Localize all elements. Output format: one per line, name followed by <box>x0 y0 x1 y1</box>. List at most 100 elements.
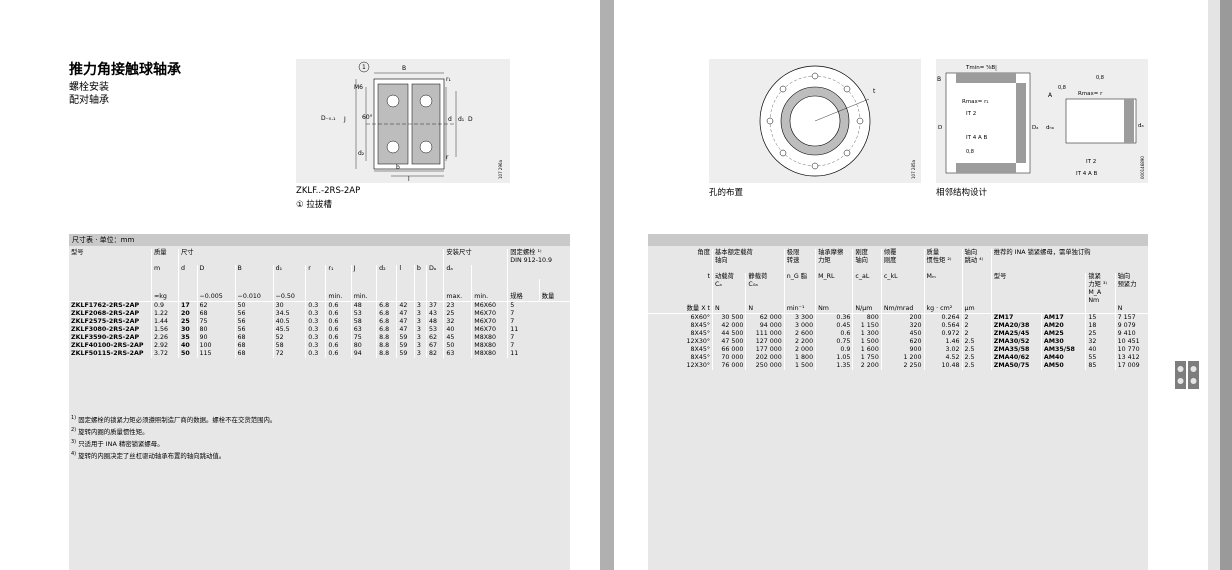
bearing-thumbnail-icon <box>1174 360 1200 390</box>
row-cell: 4.52 <box>923 354 963 362</box>
row-cell: 30 <box>272 301 306 310</box>
h2-force: 轴向预紧力 <box>1114 273 1148 305</box>
row-angle: 8X45° <box>690 330 710 337</box>
row-cell: 55 <box>1085 354 1116 362</box>
h3-kgcm2: kg · cm² <box>923 305 963 314</box>
row-cell: 7 157 <box>1114 313 1148 322</box>
dimension-table: 型号 质量 尺寸 安装尺寸 固定螺栓 ¹⁾DIN 912-10.9 m d D … <box>69 249 570 358</box>
col-speed-header: 极限转速 <box>783 249 816 273</box>
row-cell: AM35/58 <box>1040 346 1086 354</box>
right-margin-strip <box>1208 0 1220 570</box>
col-dimensions-header: 尺寸 <box>177 249 444 265</box>
row-cell: 0.45 <box>815 322 853 330</box>
label-r1: r₁ <box>446 76 451 83</box>
row-cell: 59 <box>396 333 415 342</box>
row-cell: 44 500 <box>711 330 746 338</box>
row-cell: 7 <box>507 333 540 342</box>
row-cell: 3 <box>413 309 427 318</box>
row-cell: 0.972 <box>923 330 963 338</box>
row-cell: 1.35 <box>815 362 853 370</box>
row-cell: 0.36 <box>815 313 853 322</box>
h2-outer-d: D <box>196 265 236 279</box>
row-cell: 76 000 <box>711 362 746 370</box>
row-cell: 47 <box>396 325 415 334</box>
row-cell: 50 <box>234 301 274 310</box>
hole-layout-drawing: t 107 285a <box>759 65 916 179</box>
h2-t: t <box>707 273 710 280</box>
label-b-small: b <box>396 164 400 171</box>
row-cell: 2 <box>961 330 992 338</box>
row-cell: 1.22 <box>151 309 179 318</box>
row-cell: 67 <box>425 341 444 350</box>
row-cell: 30 <box>178 325 197 334</box>
h3-tol-b: −0.50 <box>272 279 306 302</box>
row-cell: 35 <box>178 333 197 342</box>
row-cell: 127 000 <box>745 338 785 346</box>
row-cell: 82 <box>425 349 444 358</box>
row-cell: ZMA50/75 <box>990 362 1042 370</box>
row-cell: 0.6 <box>325 325 352 334</box>
row-cell: ZMA20/38 <box>990 322 1042 330</box>
row-cell: 111 000 <box>745 330 785 338</box>
row-cell: ZMA30/52 <box>990 338 1042 346</box>
label-tmin: Tmin= ⁵⁄₈B <box>965 64 995 71</box>
label-roughness-3: 0,8 <box>1058 85 1066 91</box>
row-cell: 200 <box>880 313 925 322</box>
table-title-bar: 尺寸表 · 单位：mm <box>69 234 570 246</box>
row-cell: 115 <box>196 349 236 358</box>
row-cell: 47 <box>396 317 415 326</box>
row-cell: 25 <box>1085 330 1116 338</box>
row-cell: 42 <box>396 301 415 310</box>
row-cell: 800 <box>852 313 882 322</box>
row-cell: AM25 <box>1040 330 1086 338</box>
row-cell: 56 <box>234 317 274 326</box>
row-cell: 2 250 <box>880 362 925 370</box>
h3-qty: 数量 <box>538 279 570 302</box>
row-cell: 17 009 <box>1114 362 1148 370</box>
row-cell: 900 <box>880 346 925 354</box>
row-cell: AM17 <box>1040 313 1086 322</box>
row-cell: 7 <box>507 341 540 350</box>
performance-table: 角度 基本额定载荷轴向 极限转速 轴承摩擦力矩 刚度轴向 倾覆刚度 质量惯性矩 … <box>648 249 1148 370</box>
figure-code-2: 000146890 <box>1140 156 1145 179</box>
row-cell: 58 <box>272 341 306 350</box>
label-big-d: D <box>938 125 942 131</box>
row-cell: 1.56 <box>151 325 179 334</box>
row-cell: 8.8 <box>376 349 397 358</box>
col-load-header: 基本额定载荷轴向 <box>712 249 785 273</box>
row-cell: 0.6 <box>325 349 352 358</box>
row-cell: 68 <box>196 309 236 318</box>
row-cell: 53 <box>350 309 377 318</box>
row-cell: 10 451 <box>1114 338 1148 346</box>
row-cell: 0.6 <box>325 309 352 318</box>
row-cell: M6X70 <box>471 309 508 318</box>
col-type-header: 型号 <box>71 249 84 256</box>
h3-n2: N <box>745 305 785 314</box>
row-cell: 53 <box>425 325 444 334</box>
row-cell: 0.3 <box>305 301 326 310</box>
label-it2-b: IT 2 <box>1086 159 1096 165</box>
row-cell: 23 <box>443 301 472 310</box>
h3-n1: N <box>711 305 746 314</box>
row-cell: ZMA25/45 <box>990 330 1042 338</box>
hole-layout-figure: t 107 285a <box>709 59 921 183</box>
row-cell: 58 <box>350 317 377 326</box>
footnote-4: 4) 旋转的内圈决定了丝杠驱动轴承布置的轴向跳动值。 <box>71 451 226 461</box>
label-t: t <box>873 88 876 95</box>
row-cell: 8.8 <box>376 333 397 342</box>
row-cell: 75 <box>196 317 236 326</box>
row-cell: M6X70 <box>471 325 508 334</box>
label-it4ab-a: IT 4 A B <box>966 135 987 141</box>
row-model: ZKLF2068-2RS-2AP <box>71 309 140 317</box>
label-l: l <box>408 176 410 183</box>
row-angle: 12X30° <box>686 362 711 369</box>
row-cell: 90 <box>196 333 236 342</box>
